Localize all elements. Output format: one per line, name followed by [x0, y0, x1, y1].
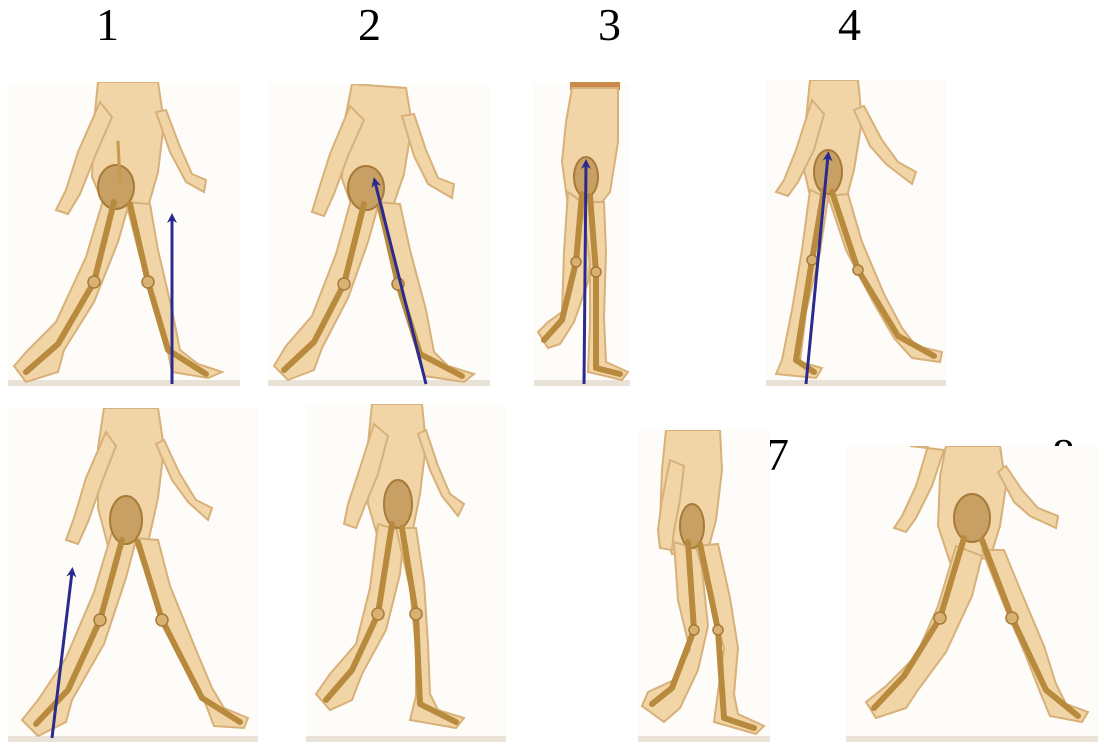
- panel-label-3: 3: [598, 2, 621, 48]
- walking-figure-6: [306, 404, 506, 742]
- gait-panel-7: [638, 430, 770, 742]
- panel-label-2: 2: [358, 2, 381, 48]
- gait-panel-5: [8, 408, 258, 742]
- walking-figure-2: [268, 84, 490, 386]
- gait-panel-4: [766, 80, 946, 386]
- gait-panel-2: [268, 84, 490, 386]
- walking-figure-5: [8, 408, 258, 742]
- gait-panel-6: [306, 404, 506, 742]
- panel-label-1: 1: [96, 2, 119, 48]
- walking-figure-4: [766, 80, 946, 386]
- walking-figure-8: [846, 446, 1098, 742]
- panel-label-4: 4: [838, 2, 861, 48]
- walking-figure-1: [8, 82, 240, 386]
- gait-panel-3: [534, 82, 630, 386]
- gait-panel-8: [846, 446, 1098, 742]
- walking-figure-7: [638, 430, 770, 742]
- gait-panel-1: [8, 82, 240, 386]
- walking-figure-3: [534, 82, 630, 386]
